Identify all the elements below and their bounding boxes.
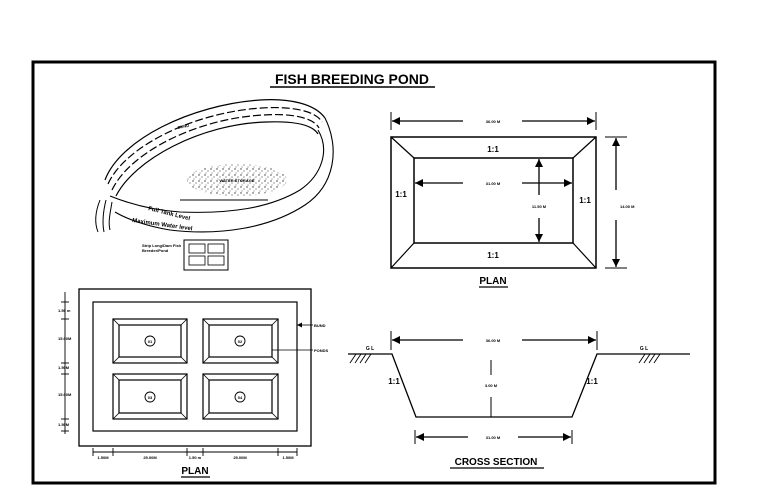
horizontal-dim-4: 25.00M bbox=[233, 455, 247, 460]
cross-section-bottom-width: 31.00 M bbox=[486, 435, 501, 440]
horizontal-dim-2: 25.00M bbox=[143, 455, 157, 460]
plan-bottom-left: 01 02 03 bbox=[58, 288, 329, 478]
landscape-sketch: WATER STORAGE BUND Full Tank Level Maxim… bbox=[95, 99, 334, 271]
plan-slope-bottom: 1:1 bbox=[487, 251, 499, 260]
cross-section-depth: 3.00 M bbox=[485, 383, 498, 388]
cross-section-slope-right: 1:1 bbox=[586, 377, 598, 386]
inset-caption-line1: Strip Long/Dam Fish bbox=[142, 243, 182, 248]
horizontal-dim-1: 1.50M bbox=[97, 455, 109, 460]
cross-section: G L G L 36.00 M 3.00 M 31.00 M 1:1 1:1 C… bbox=[348, 331, 690, 469]
bund-callout-label: BUND bbox=[314, 323, 326, 328]
vertical-dim-4: 15.00M bbox=[58, 392, 72, 397]
plan-inner-width-label: 11.50 M bbox=[532, 204, 547, 209]
plan-slope-left: 1:1 bbox=[395, 190, 407, 199]
vertical-dim-3: 1.50M bbox=[58, 365, 70, 370]
pond-01-number: 01 bbox=[148, 339, 153, 344]
inset-box bbox=[183, 239, 229, 271]
plan-slope-top: 1:1 bbox=[487, 145, 499, 154]
vertical-dim-2: 15.00M bbox=[58, 336, 72, 341]
horizontal-dim-3: 1.50 m bbox=[189, 455, 202, 460]
inset-caption-line2: Breeder/Pond bbox=[142, 248, 169, 253]
plan-outer-length-label: 36.00 M bbox=[486, 119, 501, 124]
horizontal-dim-5: 1.50M bbox=[282, 455, 294, 460]
pond-03: 03 bbox=[112, 373, 188, 420]
water-storage-area bbox=[187, 164, 287, 196]
cross-section-caption: CROSS SECTION bbox=[455, 457, 538, 468]
ponds-callout-label: PONDS bbox=[314, 348, 329, 353]
pond-03-number: 03 bbox=[148, 395, 153, 400]
pond-04-number: 04 bbox=[238, 395, 243, 400]
pond-02-number: 02 bbox=[238, 339, 243, 344]
pond-04: 04 bbox=[202, 373, 279, 420]
bund-label-landscape: BUND bbox=[177, 123, 189, 130]
plan-caption-top-right: PLAN bbox=[479, 276, 506, 287]
pond-01: 01 bbox=[112, 318, 188, 364]
ground-level-left: G L bbox=[366, 346, 374, 352]
plan-top-right: 36.00 M 31.00 M 11.50 M 14.00 M 1:1 1:1 … bbox=[390, 112, 635, 288]
pond-02: 02 bbox=[202, 318, 279, 364]
plan-caption-bottom-left: PLAN bbox=[181, 466, 208, 477]
plan-outer-width-label: 14.00 M bbox=[620, 204, 635, 209]
drawing-title: FISH BREEDING POND bbox=[275, 71, 429, 87]
cross-section-top-width: 36.00 M bbox=[486, 338, 501, 343]
full-tank-level-label: Full Tank Level bbox=[148, 206, 191, 222]
water-storage-label: WATER STORAGE bbox=[220, 178, 255, 183]
plan-slope-right: 1:1 bbox=[579, 196, 591, 205]
drawing-frame bbox=[31, 60, 717, 485]
vertical-dim-5: 1.50M bbox=[58, 422, 70, 427]
vertical-dim-1: 1.50 m bbox=[58, 308, 71, 313]
plan-inner-length-label: 31.00 M bbox=[486, 181, 501, 186]
cross-section-slope-left: 1:1 bbox=[388, 377, 400, 386]
ground-level-right: G L bbox=[640, 346, 648, 352]
